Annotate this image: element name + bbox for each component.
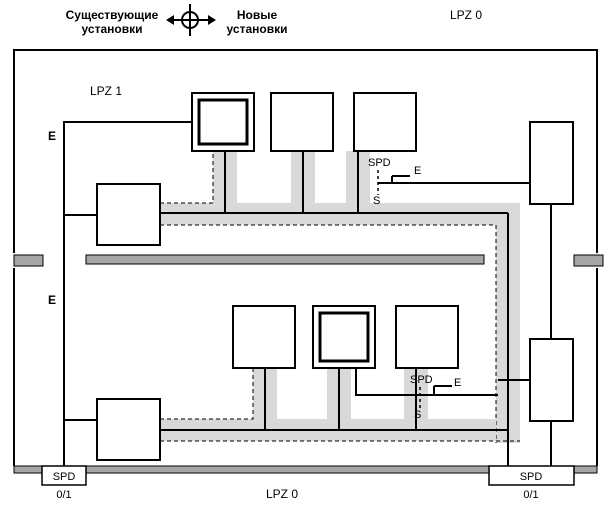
earth-label-upper: E [48,129,56,143]
spd-right-entry: SPD 0/1 [488,465,575,501]
equipment-right-lower [529,338,574,422]
direction-arrows-icon [166,4,216,36]
zone-label-outer-bottom: LPZ 0 [266,487,298,501]
legend-existing-line2: установки [82,22,143,36]
spd-lower: SPD E S [355,368,530,421]
ground-bar [13,465,598,474]
spd-right-label: SPD [520,471,543,483]
equipment-left-upper [96,183,161,246]
spd-right-class: 0/1 [523,489,538,501]
spd-lower-e-label: E [454,377,461,389]
equipotential-bar [85,254,485,265]
equipment-new-lower-2 [395,305,459,369]
spd-left-class: 0/1 [56,489,71,501]
spd-lower-label: SPD [410,374,433,386]
spd-left-entry: SPD 0/1 [41,465,87,501]
zone-label-outer-top: LPZ 0 [450,8,482,22]
spd-left-label: SPD [53,471,76,483]
building-outline [13,49,598,466]
spd-upper-s-label: S [373,195,380,207]
spd-upper: SPD E S [368,157,530,207]
equipment-left-lower [96,398,161,461]
equipment-lower-row [96,305,459,461]
equipment-new-upper-2 [353,92,417,152]
earth-conductor [63,121,192,466]
equipment-right-upper [529,121,574,205]
wall-stub-right [573,254,604,267]
cable-duct-upper [160,151,520,466]
spd-lower-s-label: S [414,409,421,421]
equipment-new-upper-1 [270,92,334,152]
spd-upper-label: SPD [368,157,391,169]
cable-duct-lower [160,368,520,442]
legend-existing-line1: Существующие [66,8,159,22]
equipment-right-column [529,121,574,422]
legend-new-line2: установки [227,22,288,36]
equipment-upper-row [96,92,417,246]
earth-label-lower: E [48,293,56,307]
zone-label-inner: LPZ 1 [90,84,122,98]
spd-upper-e-label: E [414,165,421,177]
wall-stub-left [13,254,44,267]
equipment-new-lower-1 [232,305,296,369]
legend: Существующие установки Новые установки [66,4,288,36]
legend-new-line1: Новые [237,8,278,22]
